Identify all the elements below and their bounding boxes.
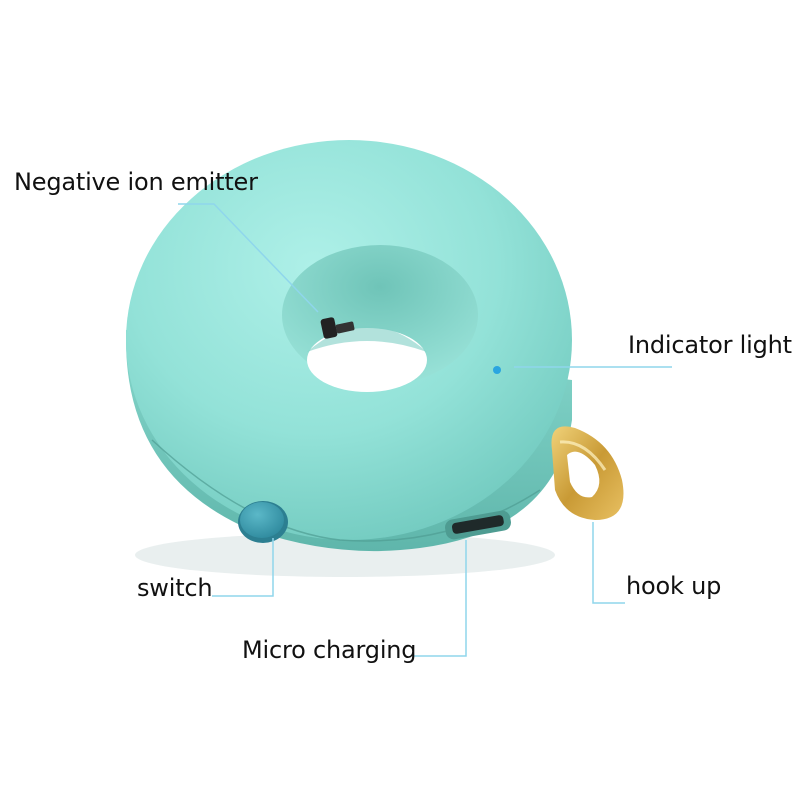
label-hook-up: hook up <box>626 572 722 600</box>
leader-switch <box>212 538 274 597</box>
leader-lines <box>178 203 672 657</box>
leader-micro <box>414 540 467 657</box>
label-micro-charging: Micro charging <box>242 636 417 664</box>
label-indicator-light: Indicator light <box>628 331 792 359</box>
label-switch: switch <box>137 574 213 602</box>
indicator-light-dot <box>493 366 501 374</box>
label-negative-ion-emitter: Negative ion emitter <box>14 168 258 196</box>
donut-hole <box>307 328 427 392</box>
leader-hook <box>592 522 625 604</box>
switch-button-part <box>238 501 288 543</box>
ion-emitter-part <box>320 317 355 339</box>
floor-shadow <box>135 533 555 577</box>
leader-emitter <box>178 203 319 313</box>
hook-part <box>551 426 624 520</box>
micro-port-part <box>445 510 511 540</box>
donut-device <box>126 140 572 552</box>
